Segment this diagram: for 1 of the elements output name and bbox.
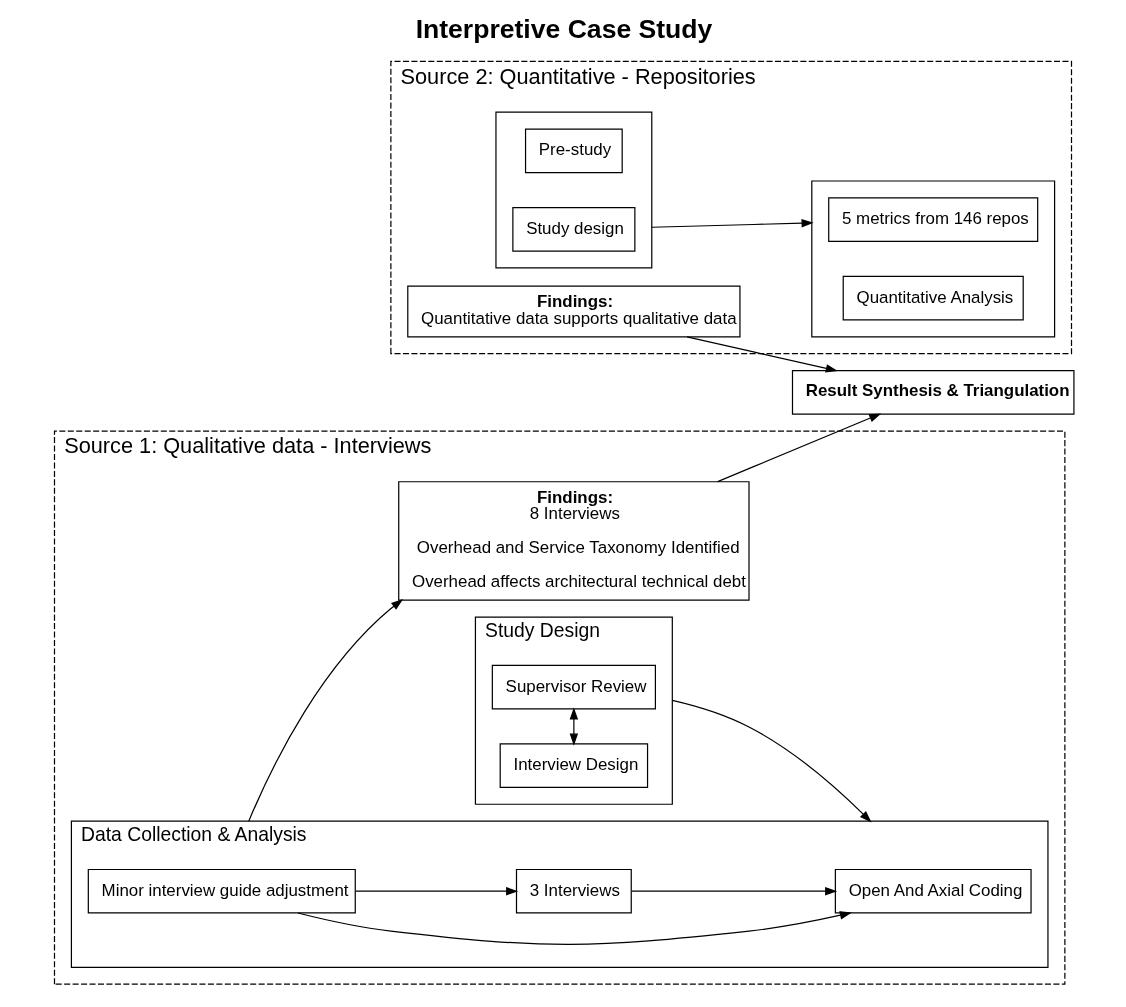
diagram-title: Interpretive Case Study bbox=[415, 13, 713, 44]
